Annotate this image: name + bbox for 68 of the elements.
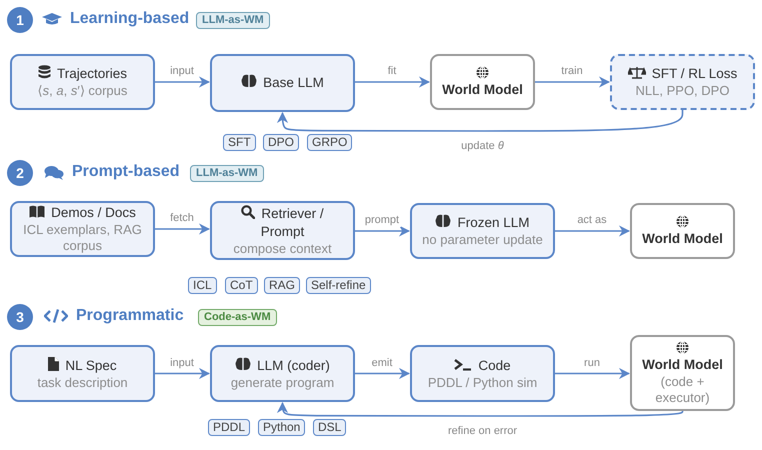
process-box [10,345,155,402]
node-title: Demos / Docs [51,205,136,220]
arrow [535,76,610,88]
arrow [155,76,210,88]
arrow [155,368,210,380]
method-tag: Self-refine [306,277,371,294]
method-tag: CoT [225,277,258,294]
process-box [210,345,355,402]
node-subtitle: (code + executor) [654,374,711,406]
arrow [355,368,410,380]
world-model-box [430,54,535,110]
node-title: Base LLM [263,75,324,90]
node-subtitle: PDDL / Python sim [428,374,538,390]
step-number: 3 [7,304,33,330]
method-tag: ICL [188,277,217,294]
edge-label: emit [370,356,394,370]
method-tag: DSL [313,419,346,436]
step-number: 2 [7,160,33,186]
method-tag: RAG [264,277,300,294]
dashed-process-box [610,54,755,110]
category-badge: Code-as-WM [198,309,277,326]
method-tag: GRPO [307,134,352,151]
node-subtitle: ⟨s, a, s′⟩ corpus [38,83,128,99]
method-tag: Python [258,419,306,436]
node-title: Trajectories [56,66,128,81]
node-title: NL Spec [65,358,117,372]
process-box [10,201,155,257]
method-tag: PDDL [208,419,250,436]
edge-label: update θ [459,140,506,153]
arrow [276,110,684,132]
method-tag: DPO [263,134,300,151]
category-badge: LLM-as-WM [196,12,270,29]
node-title: World Model [642,356,723,372]
process-box [10,54,155,110]
arrow [555,225,630,237]
process-box [410,345,555,402]
section-title: Learning-based [70,10,190,28]
node-subtitle: no parameter update [422,232,543,248]
edge-label: input [168,356,196,370]
process-box [410,203,555,259]
node-subtitle: task description [37,374,128,390]
node-subtitle: NLL, PPO, DPO [636,83,730,99]
node-title: World Model [442,82,523,96]
arrow [155,223,210,235]
process-box [210,201,355,260]
section-title: Prompt-based [72,163,180,181]
node-title: Frozen LLM [457,215,530,230]
process-box [210,54,355,112]
method-tag: SFT [223,134,256,151]
edge-label: input [168,65,196,78]
node-title: World Model [642,230,723,246]
section-title: Programmatic [76,307,184,325]
world-model-box [630,335,735,411]
step-number: 1 [7,7,33,33]
node-subtitle: compose context [233,240,332,256]
node-subtitle: ICL exemplars, RAG corpus [22,222,143,254]
category-badge: LLM-as-WM [190,165,264,182]
node-title: Retriever / Prompt [260,206,324,238]
node-title: LLM (coder) [257,358,330,372]
arrow [355,225,410,237]
node-title: SFT / RL Loss [652,66,738,81]
world-model-box [630,203,735,259]
node-subtitle: generate program [230,374,334,390]
node-title: Code [478,358,511,372]
arrow [276,402,684,417]
arrow [555,368,630,380]
arrow [355,76,430,88]
edge-label: prompt [362,214,402,227]
